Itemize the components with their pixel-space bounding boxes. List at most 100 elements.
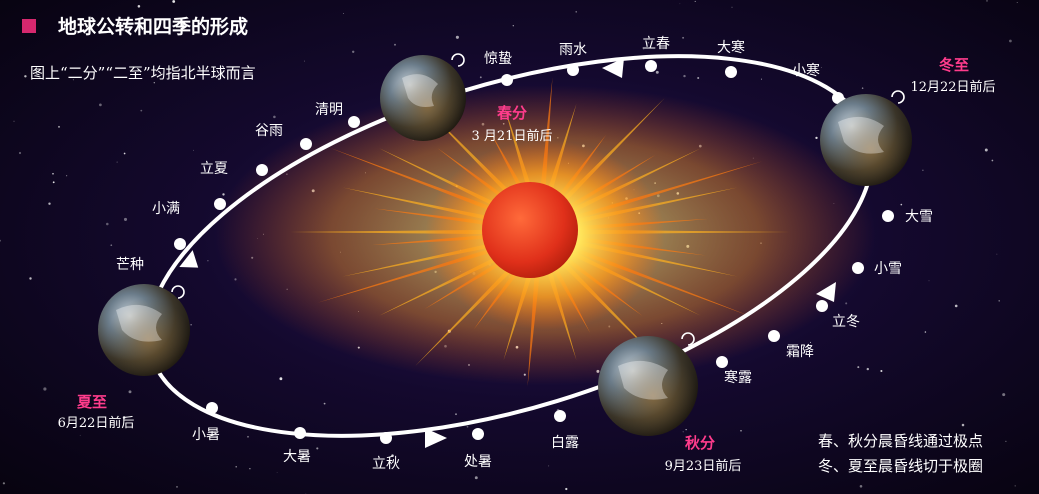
star [1002, 393, 1006, 397]
solar-term-dots [174, 60, 894, 444]
star [920, 467, 923, 470]
star [123, 217, 128, 221]
star [455, 35, 459, 39]
star [222, 193, 225, 196]
star [273, 115, 276, 119]
spring-equinox-date: 3 月21日前后 [472, 128, 553, 144]
star [29, 277, 32, 280]
star [809, 341, 812, 343]
solar-term-dot [348, 116, 360, 128]
star [0, 239, 1, 242]
star [2, 482, 6, 485]
star [740, 430, 742, 432]
star [66, 175, 68, 177]
star [683, 74, 686, 78]
star [961, 423, 965, 427]
solar-term-dot [768, 330, 780, 342]
earth-winter [820, 94, 912, 186]
star [731, 6, 733, 8]
star [466, 425, 469, 428]
star [48, 202, 51, 205]
star [249, 468, 251, 470]
solar-term-label: 白露 [551, 435, 579, 451]
star [84, 70, 86, 72]
rotation-arrow-icon [171, 285, 185, 299]
orbit-direction-arrow-icon [425, 428, 447, 448]
star [72, 79, 74, 81]
solar-term-dot [380, 432, 392, 444]
solar-term-dot [816, 300, 828, 312]
solar-term-label: 立春 [642, 36, 670, 52]
winter-solstice-label: 冬至 [939, 56, 969, 74]
star [13, 120, 15, 122]
star [18, 151, 22, 155]
star [172, 0, 176, 3]
star [1005, 440, 1007, 442]
winter-solstice-date: 12月22日前后 [910, 79, 995, 95]
star [176, 486, 178, 488]
solar-term-label: 大雪 [905, 209, 933, 225]
star [394, 43, 396, 46]
star [866, 367, 869, 371]
star [52, 173, 54, 175]
star [343, 13, 344, 14]
solar-term-dot [501, 74, 513, 86]
star [52, 181, 55, 184]
star [845, 302, 848, 305]
solar-term-label: 小雪 [874, 261, 902, 277]
solar-term-label: 清明 [315, 102, 343, 118]
note-line: 冬、夏至晨昏线切于极圈 [818, 457, 983, 475]
star [122, 416, 126, 419]
solar-term-label: 处暑 [464, 454, 492, 470]
star [991, 159, 994, 162]
solar-term-dot [294, 427, 306, 439]
star [984, 148, 988, 152]
star [235, 466, 237, 468]
star [174, 18, 176, 19]
solar-term-label: 霜降 [786, 344, 814, 360]
star [548, 465, 550, 467]
solar-term-dot [832, 92, 844, 104]
star [924, 331, 927, 333]
star [697, 76, 700, 80]
solar-term-label: 立秋 [372, 456, 400, 472]
star [694, 0, 696, 2]
star [303, 60, 305, 62]
star [900, 203, 903, 206]
star [861, 87, 864, 89]
star [655, 70, 659, 74]
star [247, 435, 249, 438]
star [922, 169, 924, 171]
star [986, 0, 988, 2]
note-line: 春、秋分晨昏线通过极点 [818, 432, 983, 450]
star [193, 149, 194, 151]
solar-term-label: 小寒 [792, 62, 820, 79]
solar-term-dot [256, 164, 268, 176]
star [79, 434, 81, 436]
star [685, 429, 687, 431]
solar-term-label: 芒种 [116, 257, 144, 273]
orbit-direction-arrow-icon [816, 282, 836, 302]
solar-term-label: 雨水 [559, 42, 587, 58]
orbit-direction-arrow-icon [602, 58, 624, 78]
star [305, 492, 307, 494]
solar-term-label: 谷雨 [255, 123, 283, 139]
autumn-equinox-label: 秋分 [685, 434, 715, 452]
title-marker [22, 19, 36, 33]
star [58, 125, 60, 128]
star [276, 472, 278, 473]
star [316, 447, 319, 450]
star [181, 23, 185, 27]
solar-term-label: 小暑 [192, 427, 220, 443]
solar-term-dot [716, 356, 728, 368]
star [140, 109, 143, 112]
solar-term-dot [852, 262, 864, 274]
star [190, 324, 192, 326]
star [24, 75, 27, 78]
solar-term-dot [567, 64, 579, 76]
star [455, 413, 457, 416]
solar-term-dot [174, 238, 186, 250]
solar-term-dot [645, 60, 657, 72]
star [643, 48, 645, 50]
star [760, 78, 762, 80]
